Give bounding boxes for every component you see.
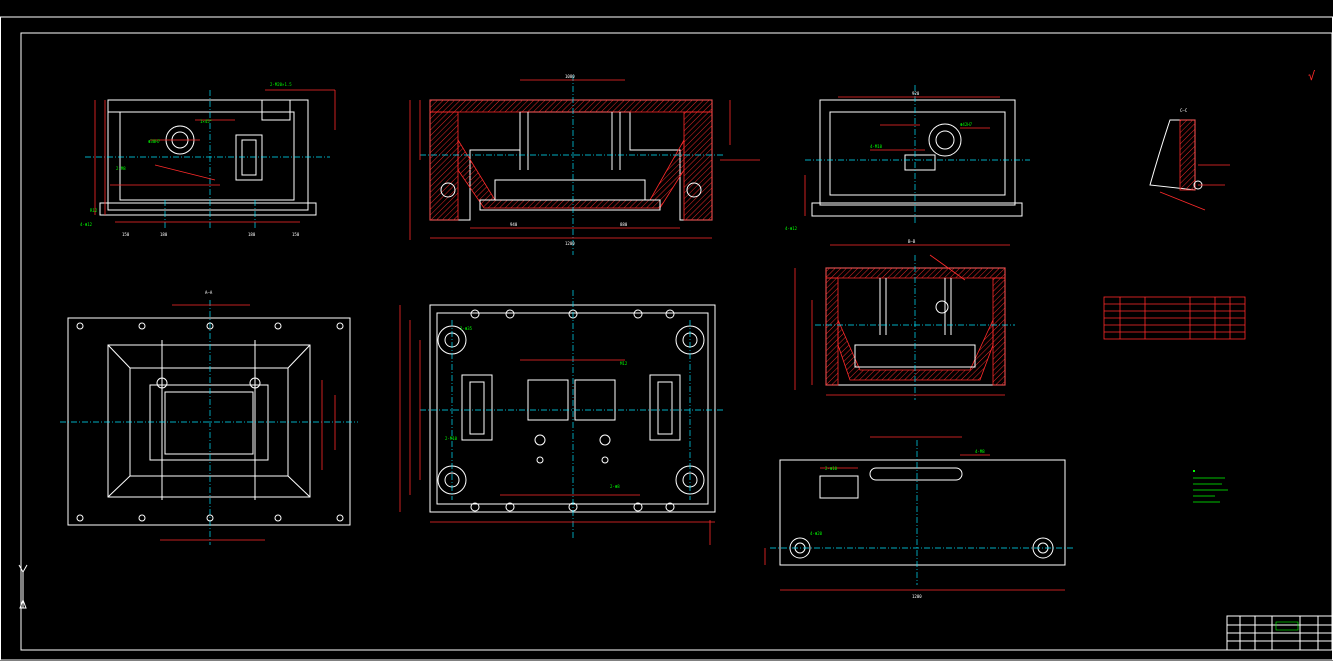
bottom-view-right: 4-M8 2-Φ10 4-Φ20 1200	[764, 436, 1075, 599]
svg-text:920: 920	[912, 91, 920, 96]
svg-text:4-Φ12: 4-Φ12	[80, 222, 93, 227]
svg-text:1200: 1200	[912, 594, 922, 599]
svg-text:Φ30H7: Φ30H7	[148, 139, 161, 144]
svg-text:1080: 1080	[565, 74, 575, 79]
side-view-right: 4-M10 Φ42H7 4-Φ12 920	[785, 85, 1030, 231]
svg-text:4-Φ12: 4-Φ12	[785, 226, 798, 231]
roughness-mark: √	[1308, 69, 1315, 83]
svg-text:R12: R12	[90, 208, 98, 213]
svg-text:880: 880	[620, 222, 628, 227]
svg-text:2-Φ35: 2-Φ35	[460, 326, 473, 331]
top-center-edge-holes	[470, 309, 675, 512]
svg-text:1×45°: 1×45°	[200, 119, 212, 124]
svg-text:180: 180	[160, 232, 168, 237]
svg-text:2-Φ8: 2-Φ8	[610, 484, 620, 489]
ucs-axis-icon	[18, 564, 28, 609]
top-view-left: A—A	[60, 290, 358, 545]
svg-text:4-Φ20: 4-Φ20	[810, 531, 823, 536]
svg-text:150: 150	[122, 232, 130, 237]
section-view-right: B—B	[794, 239, 1015, 400]
svg-text:Φ42H7: Φ42H7	[960, 122, 973, 127]
top-view-center: 2-Φ35 M12 2-M10 2-Φ8	[399, 290, 725, 545]
svg-text:150: 150	[292, 232, 300, 237]
svg-text:4-M10: 4-M10	[870, 144, 883, 149]
drawing-frame: √	[0, 16, 1333, 661]
svg-text:M12: M12	[620, 361, 628, 366]
parts-list-table	[1103, 296, 1246, 340]
detail-view: C—C	[1149, 108, 1230, 211]
front-view-left: 2-M20×1.5 1×45° Φ30H7 2-M8 4-Φ12 R12 150…	[80, 82, 336, 237]
svg-text:2-M10: 2-M10	[445, 436, 458, 441]
svg-text:2-M20×1.5: 2-M20×1.5	[270, 82, 292, 87]
svg-text:940: 940	[510, 222, 518, 227]
svg-text:1200: 1200	[565, 241, 575, 246]
top-left-bolt-holes	[76, 322, 344, 522]
title-block	[1226, 615, 1333, 651]
technical-notes	[1193, 470, 1228, 503]
svg-text:180: 180	[248, 232, 256, 237]
svg-text:2-M8: 2-M8	[116, 166, 126, 171]
svg-text:2-Φ10: 2-Φ10	[825, 466, 838, 471]
detail-label: C—C	[1180, 108, 1188, 113]
top-left-label: A—A	[205, 290, 213, 295]
svg-text:4-M8: 4-M8	[975, 449, 985, 454]
front-section-center: 1080 1200 940 880	[409, 74, 760, 255]
section-right-label: B—B	[908, 239, 916, 244]
